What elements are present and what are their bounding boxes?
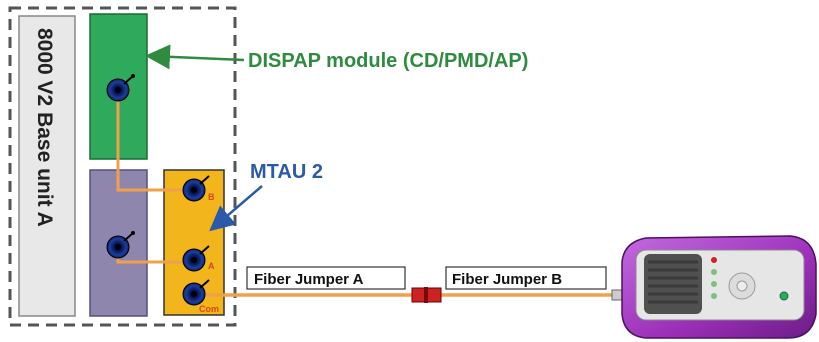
mtau-port-a: [182, 245, 210, 272]
mtau-label: MTAU 2: [250, 161, 323, 183]
fiber-connector: [411, 287, 442, 303]
dispap-arrow: [145, 44, 245, 70]
port-a-tag: A: [208, 261, 215, 271]
port-com-tag: Com: [199, 304, 219, 314]
patch-cord-dispap-b: [116, 90, 192, 192]
handheld-instrument: [611, 235, 817, 339]
mtau-port-com: [182, 279, 210, 306]
dispap-label: DISPAP module (CD/PMD/AP): [248, 50, 528, 72]
base-unit-label: 8000 V2 Base unit A: [33, 28, 56, 227]
dispap-port: [106, 74, 135, 102]
fiber-jumper-a-label: Fiber Jumper A: [254, 271, 364, 288]
mtau-port-b: [182, 175, 210, 202]
mtau-arrow: [209, 185, 263, 232]
fiber-jumper-a-box: [246, 266, 406, 290]
chassis-outline: [8, 6, 237, 327]
port-b-tag: B: [208, 192, 215, 202]
fiber-jumper-b-label: Fiber Jumper B: [452, 271, 562, 288]
base-unit: [18, 15, 76, 317]
slot-port: [106, 231, 135, 259]
fiber-jumper-b-box: [445, 266, 607, 290]
